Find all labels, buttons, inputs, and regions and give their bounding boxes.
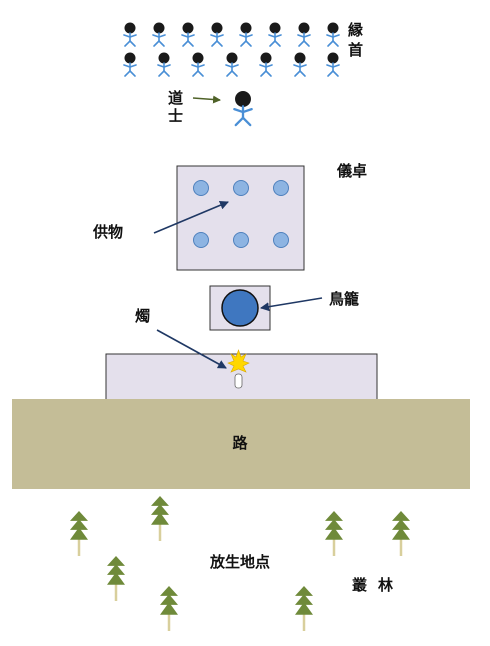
priest-icon [233, 91, 253, 127]
person-icon [157, 52, 171, 77]
person-icon [293, 52, 307, 77]
person-icon [225, 52, 239, 77]
person-icon [259, 52, 273, 77]
trees [70, 496, 410, 631]
offering-dot [273, 180, 289, 196]
crowd-label-line1: 縁 [348, 21, 363, 39]
person-icon [297, 22, 311, 47]
person-icon [210, 22, 224, 47]
person-icon [191, 52, 205, 77]
tree-icon [151, 496, 169, 541]
grove-label-2: 林 [378, 576, 394, 594]
person-icon [239, 22, 253, 47]
offerings-arrow [153, 200, 229, 234]
offering-dot [233, 232, 249, 248]
road [12, 399, 470, 489]
crowd-label-line2: 首 [348, 41, 363, 59]
release-point-label: 放生地点 [209, 553, 270, 571]
tree-icon [107, 556, 125, 601]
person-icon [123, 22, 137, 47]
offering-dot [193, 232, 209, 248]
offering-dot [193, 180, 209, 196]
offering-dot [273, 232, 289, 248]
person-icon [123, 52, 137, 77]
grove-label-1: 叢 [352, 576, 367, 594]
priest-label-line1: 道 [168, 89, 183, 107]
priest-label-line2: 士 [168, 107, 183, 125]
tree-icon [295, 586, 313, 631]
person-icon [181, 22, 195, 47]
priest-figure [233, 91, 253, 127]
offering-dots [193, 180, 289, 248]
person-icon [152, 22, 166, 47]
tree-icon [392, 511, 410, 556]
offerings-label: 供物 [92, 223, 123, 241]
altar-table-label: 儀卓 [336, 162, 367, 180]
bird-cage-label: 鳥籠 [329, 290, 359, 308]
person-icon [326, 52, 340, 77]
person-icon [268, 22, 282, 47]
bird-cage-arrow [260, 297, 323, 312]
priest-arrow [192, 95, 221, 104]
offering-dot [233, 180, 249, 196]
bird-cage-ball [221, 289, 259, 327]
candle-arrow [156, 329, 227, 369]
tree-icon [70, 511, 88, 556]
person-icon [326, 22, 340, 47]
road-label: 路 [232, 434, 248, 452]
candle-icon [227, 349, 250, 389]
tree-icon [325, 511, 343, 556]
crowd [123, 22, 340, 77]
candle-label: 燭 [135, 307, 150, 325]
tree-icon [160, 586, 178, 631]
